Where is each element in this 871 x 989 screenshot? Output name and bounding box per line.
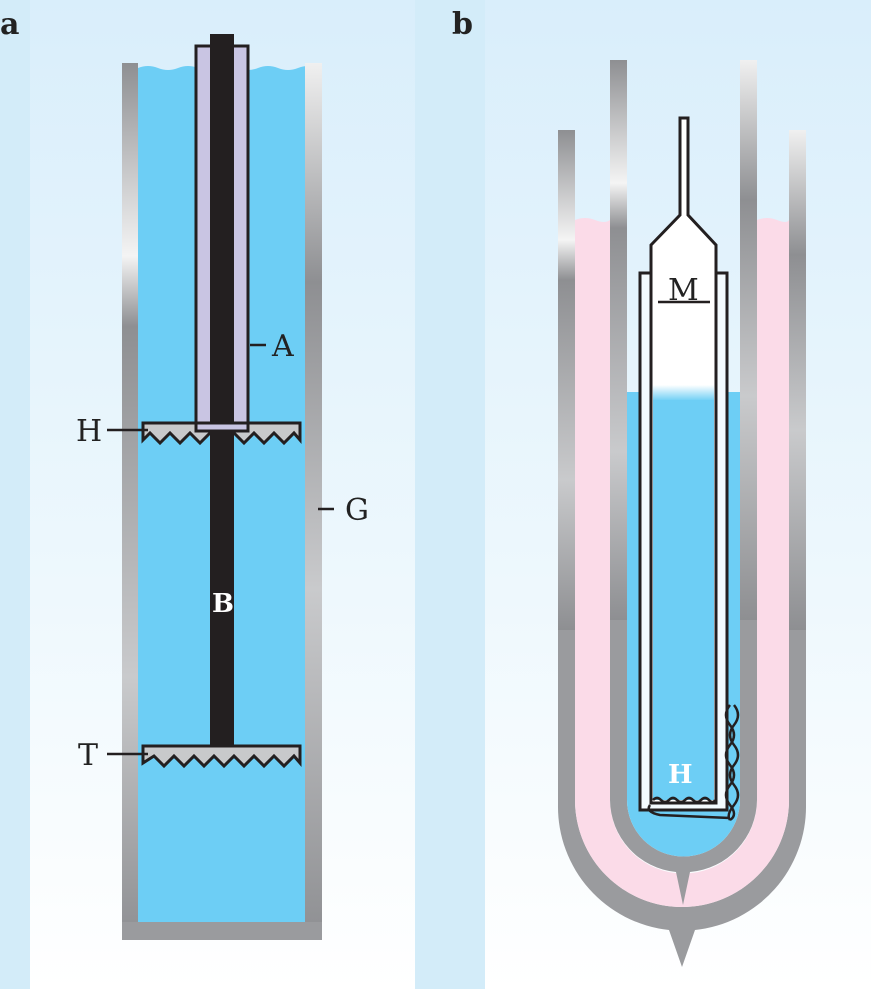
panel-a-label: a [0, 7, 19, 42]
label-a-sleeve: A [271, 329, 294, 364]
label-b-rod: B [212, 589, 234, 619]
label-m: M [668, 273, 699, 308]
measuring-cell: M H [638, 116, 729, 812]
plate-t [141, 744, 302, 769]
label-h-liquid: H [668, 760, 693, 790]
twisted-wire [647, 704, 740, 822]
glass-vessel-g [122, 63, 322, 940]
background-gap [415, 0, 485, 989]
panel-b-label: b [452, 7, 473, 42]
pink-fluid [575, 218, 789, 907]
panel-b: b M H [452, 7, 807, 967]
panel-a: a A H G B T [0, 7, 369, 940]
rod-b [210, 34, 234, 746]
label-g-vessel: G [345, 493, 369, 528]
background-strip-left [0, 0, 30, 989]
label-h-plate: H [76, 414, 102, 449]
label-t-plate: T [78, 738, 98, 773]
